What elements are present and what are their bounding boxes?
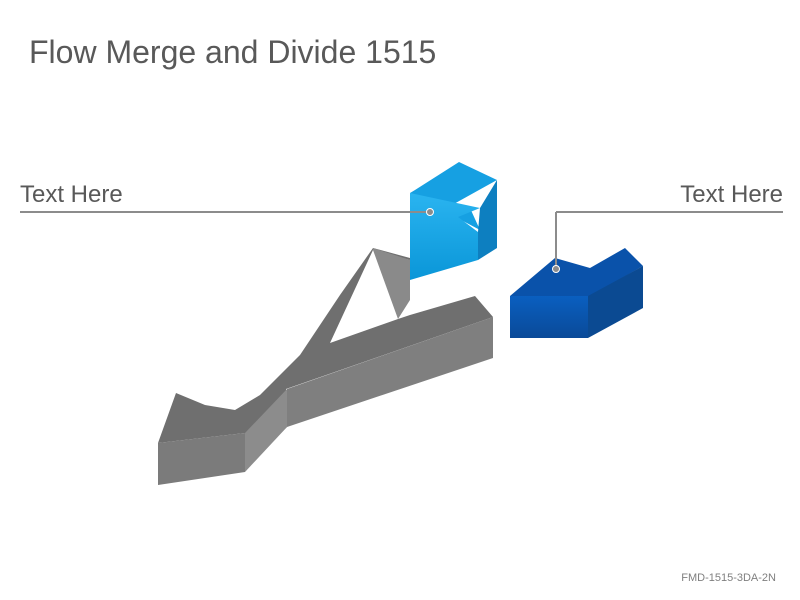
left-callout-label: Text Here xyxy=(20,181,123,208)
gray-arrow-top-face xyxy=(158,248,493,470)
gray-arrow-side-face xyxy=(245,389,287,472)
light-blue-arrow-top xyxy=(410,162,497,230)
right-leader-line xyxy=(552,211,783,273)
dark-blue-arrow-front xyxy=(510,296,588,338)
slide-title: Flow Merge and Divide 1515 xyxy=(29,34,437,70)
right-callout-label: Text Here xyxy=(680,181,783,208)
light-blue-arrow-front xyxy=(410,193,480,280)
gray-arrow-front-face-left xyxy=(158,433,245,485)
gray-arrow-front-face-right xyxy=(287,317,493,427)
left-leader-line xyxy=(20,208,434,216)
dark-blue-arrow xyxy=(510,248,643,338)
gray-arrow-upper-branch-side xyxy=(373,248,410,319)
footer-code: FMD-1515-3DA-2N xyxy=(681,572,776,584)
dark-blue-arrow-top xyxy=(510,248,643,296)
dark-blue-arrow-side xyxy=(588,266,643,338)
gray-split-arrow xyxy=(158,248,493,485)
light-blue-arrow xyxy=(410,162,497,280)
light-blue-arrow-side xyxy=(478,180,497,260)
